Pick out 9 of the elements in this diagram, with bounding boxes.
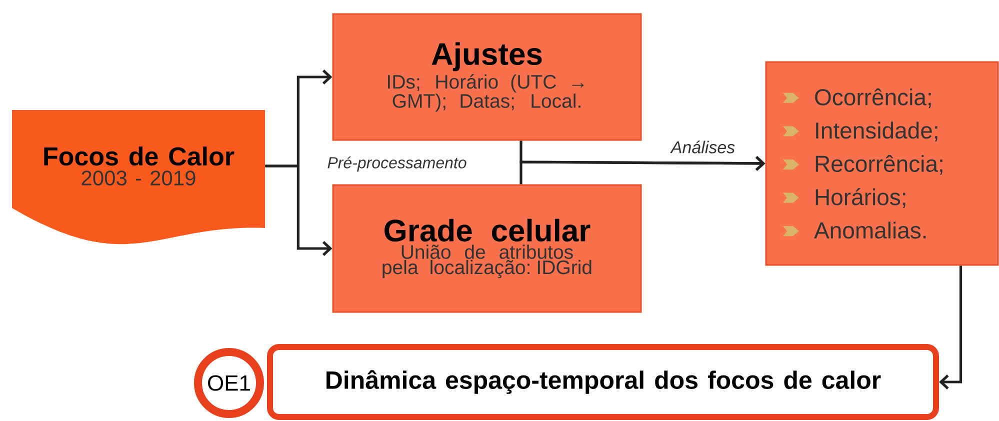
arrow <box>520 156 766 184</box>
edge-label: Análises <box>670 140 736 154</box>
objective-box: Dinâmica espaço-temporal dos focos de calor <box>267 344 939 420</box>
process-box: Ajustes IDs; Horário (UTC → GMT); Datas; Local. <box>332 13 642 141</box>
arrow <box>265 164 332 256</box>
list-box: Ocorrência; Intensidade; Recorrência; Horários; Anomalias. <box>765 61 999 266</box>
edge-label: Pré-processamento <box>326 155 468 173</box>
arrow <box>939 266 962 390</box>
process-box: Grade celular União de atributos pela localização: IDGrid <box>332 184 642 313</box>
